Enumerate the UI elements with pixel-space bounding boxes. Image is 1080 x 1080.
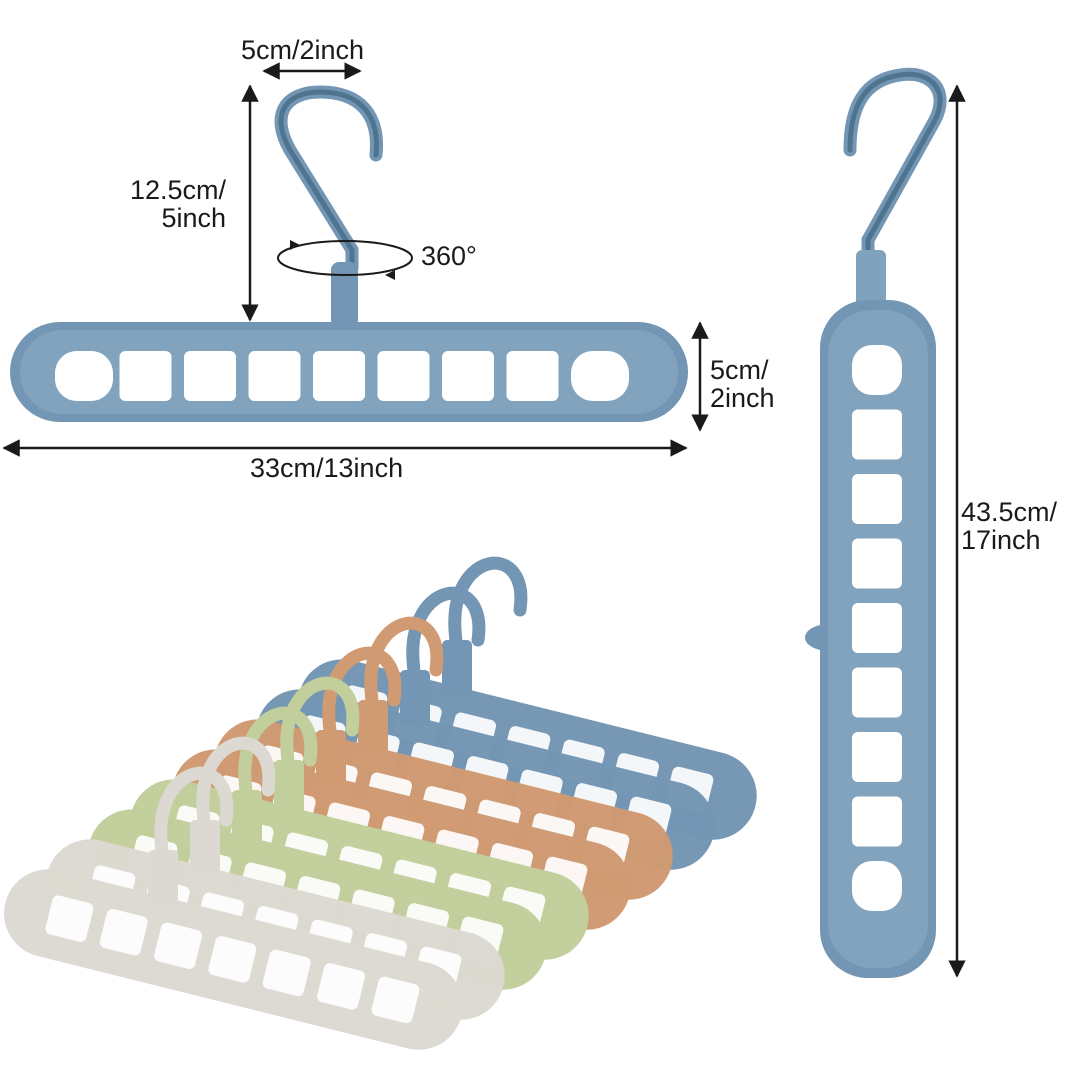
hole	[852, 732, 902, 782]
hole	[852, 409, 902, 460]
rotation-label: 360°	[421, 241, 477, 271]
rotation-ellipse	[277, 240, 413, 276]
hole	[184, 351, 236, 401]
hole	[852, 538, 902, 589]
hole	[852, 861, 902, 911]
hole-row	[55, 351, 629, 401]
hole	[852, 796, 902, 847]
hole	[852, 667, 902, 718]
hook-height-label: 12.5cm/ 5inch	[130, 175, 227, 233]
bar-height-label: 5cm/ 2inch	[710, 355, 775, 413]
bar-length-label: 33cm/13inch	[250, 453, 404, 483]
hanger-front-view	[10, 85, 688, 422]
hole	[506, 351, 559, 401]
swivel-neck	[331, 262, 358, 328]
hole	[248, 351, 301, 401]
hole	[442, 351, 494, 401]
hole	[55, 351, 113, 401]
hanger-stack	[4, 556, 757, 1050]
hole	[852, 474, 902, 524]
hole	[377, 351, 430, 401]
total-length-label: 43.5cm/ 17inch	[961, 497, 1058, 555]
rotation-arrowhead	[290, 240, 300, 250]
hole	[852, 603, 902, 653]
stacked-hanger	[4, 766, 463, 1050]
hook-width-label: 5cm/2inch	[241, 35, 365, 65]
hole	[119, 351, 172, 401]
dimension-arrows	[2, 62, 966, 978]
hanger-side-view	[805, 67, 947, 978]
rotation-arrowhead	[385, 270, 395, 280]
hole	[313, 351, 365, 401]
hole-column	[852, 345, 902, 911]
hole	[852, 345, 902, 395]
hole	[571, 351, 629, 401]
swivel-neck	[856, 250, 886, 310]
